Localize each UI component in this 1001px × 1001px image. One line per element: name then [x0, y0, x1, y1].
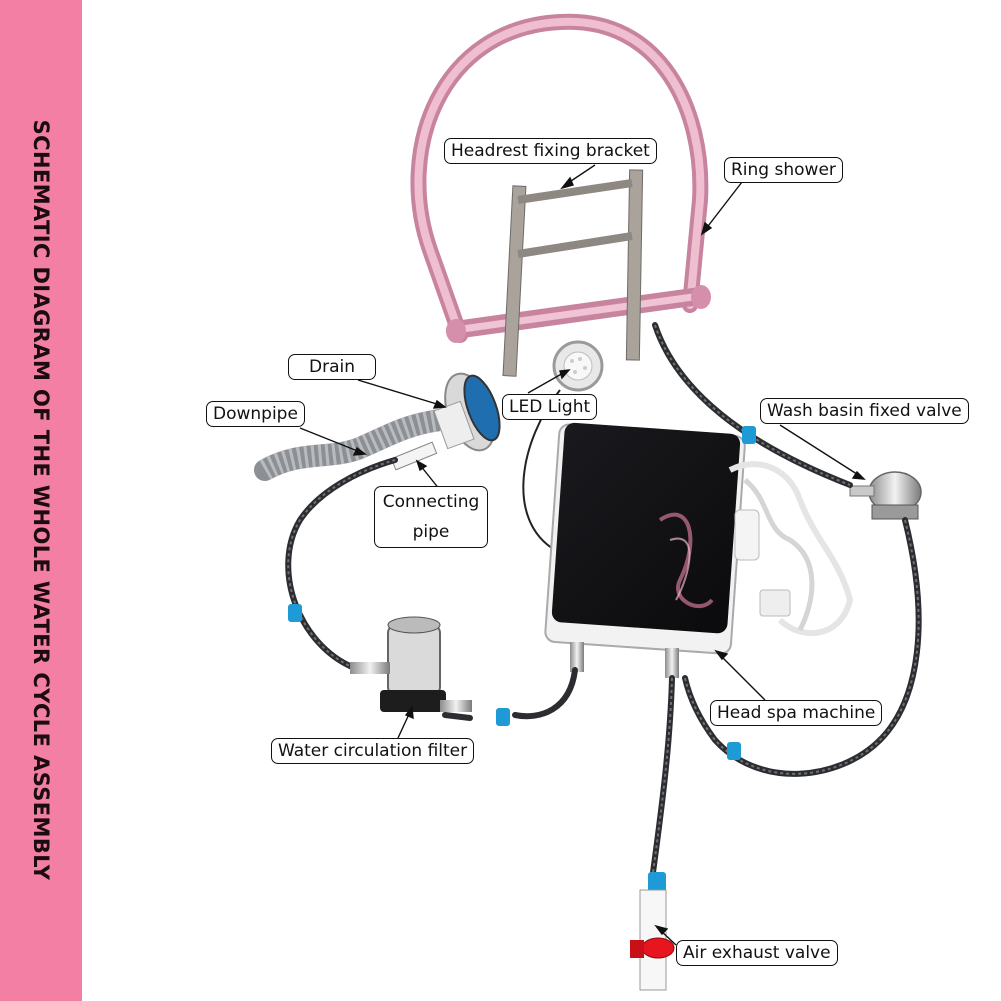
air-exhaust-valve: [630, 889, 675, 991]
wash-basin-valve: [849, 471, 922, 520]
label-drain: Drain: [288, 354, 376, 380]
label-wash-basin-valve: Wash basin fixed valve: [760, 398, 969, 424]
title-banner: SCHEMATIC DIAGRAM OF THE WHOLE WATER CYC…: [0, 0, 82, 1001]
blue-clips: [288, 426, 756, 892]
head-spa-machine: [544, 422, 746, 678]
label-led-light: LED Light: [502, 394, 598, 420]
assembly-illustration: [254, 13, 922, 991]
label-downpipe: Downpipe: [206, 401, 305, 427]
label-ring-shower: Ring shower: [724, 157, 843, 183]
drain: [433, 372, 501, 452]
ring-shower: [410, 13, 711, 343]
led-light: [522, 340, 604, 551]
label-air-exhaust-valve: Air exhaust valve: [676, 940, 838, 966]
diagram-area: Headrest fixing bracket Ring shower Drai…: [82, 0, 1001, 1001]
diagram-title: SCHEMATIC DIAGRAM OF THE WHOLE WATER CYC…: [29, 119, 53, 881]
connecting-pipe: [390, 441, 438, 471]
headrest-bracket: [502, 169, 644, 377]
label-connecting-pipe-line1: Connecting: [382, 492, 480, 512]
label-headrest-bracket: Headrest fixing bracket: [444, 138, 657, 164]
pointer-arrows: [299, 164, 866, 946]
label-connecting-pipe-line2: pipe: [412, 522, 450, 542]
power-cable: [728, 461, 854, 636]
label-water-filter: Water circulation filter: [271, 738, 475, 764]
label-connecting-pipe: Connecting pipe: [374, 486, 488, 548]
downpipe: [254, 409, 451, 481]
water-filter: [350, 616, 472, 712]
label-head-spa-machine: Head spa machine: [710, 700, 883, 726]
